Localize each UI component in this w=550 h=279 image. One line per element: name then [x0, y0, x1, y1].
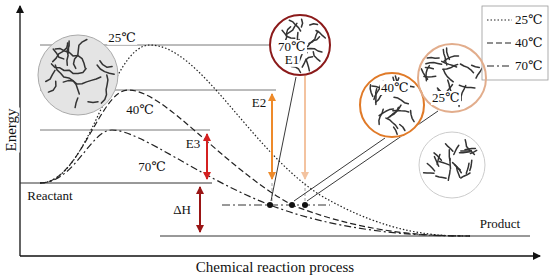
fiber-stroke	[459, 85, 475, 88]
diagram-label: 70℃	[137, 160, 167, 174]
fiber-stroke	[313, 52, 320, 61]
fiber-stroke	[446, 144, 453, 152]
fiber-stroke	[53, 49, 64, 59]
fiber-stroke	[436, 176, 446, 178]
fiber-stroke	[88, 101, 98, 103]
fiber-stroke	[466, 163, 469, 173]
fiber-stroke	[457, 167, 460, 177]
fiber-stroke	[400, 125, 405, 131]
fiber-stroke	[46, 70, 55, 81]
fiber-stroke	[427, 164, 434, 171]
legend-text: 40℃	[515, 36, 543, 50]
fiber-stroke	[448, 170, 450, 180]
fiber-stroke	[100, 61, 112, 68]
diagram-label: Product	[479, 217, 521, 231]
fiber-stroke	[101, 75, 108, 103]
fiber-stroke	[289, 20, 300, 31]
fiber-stroke	[55, 65, 79, 94]
diagram-label: Energy	[3, 107, 20, 152]
fiber-stroke	[67, 41, 69, 65]
fiber-stroke	[309, 31, 318, 43]
fiber-stroke	[426, 63, 442, 65]
diagram-label: E1	[284, 53, 300, 67]
fiber-stroke	[310, 24, 318, 25]
fiber-stroke	[442, 61, 457, 67]
fiber-stroke	[301, 19, 302, 27]
fiber-stroke	[393, 111, 409, 112]
legend-text: 25℃	[515, 13, 543, 27]
fiber-stroke	[437, 154, 440, 164]
fiber-circle: 70℃	[269, 14, 331, 76]
fiber-stroke	[427, 57, 439, 59]
fiber-stroke	[379, 109, 383, 124]
fiber-stroke	[48, 81, 56, 92]
fiber-stroke	[467, 147, 474, 154]
fiber-stroke	[55, 49, 85, 68]
fiber-stroke	[376, 89, 377, 105]
diagram-label: Reactant	[26, 189, 73, 203]
fiber-stroke	[470, 160, 472, 170]
temperature-label: 40℃	[380, 81, 410, 95]
fiber-stroke	[291, 66, 300, 72]
diagram-label: ΔH	[172, 203, 192, 217]
fiber-stroke	[307, 49, 322, 53]
fiber-stroke	[308, 37, 320, 47]
fiber-stroke	[386, 118, 398, 128]
fiber-stroke	[476, 68, 482, 78]
fiber-stroke	[394, 97, 408, 104]
temperature-label: 25℃	[431, 91, 461, 105]
fiber-stroke	[411, 111, 415, 122]
fiber-stroke	[444, 70, 454, 82]
fiber-stroke	[425, 67, 433, 68]
diagram-label: 40℃	[125, 103, 155, 117]
diagram-label: E2	[251, 96, 267, 110]
fiber-stroke	[306, 59, 309, 71]
diagram-label: 25℃	[107, 31, 137, 45]
fiber-stroke	[465, 140, 466, 147]
fiber-stroke	[379, 109, 393, 116]
fiber-stroke	[302, 57, 312, 67]
fiber-stroke	[460, 152, 471, 153]
fiber-stroke	[282, 30, 295, 38]
fiber-stroke	[449, 150, 451, 161]
diagram-label: E3	[185, 137, 201, 151]
fiber-circle: 25℃	[417, 43, 487, 113]
fiber-stroke	[426, 66, 429, 81]
legend-text: 70℃	[515, 59, 543, 73]
fiber-stroke	[472, 65, 480, 67]
fiber-stroke	[424, 172, 434, 174]
temperature-label: 70℃	[277, 40, 307, 54]
fiber-stroke	[75, 98, 78, 108]
fiber-stroke	[439, 162, 449, 165]
diagram-label: Chemical reaction process	[195, 259, 355, 276]
fiber-stroke	[53, 43, 68, 62]
fiber-stroke	[461, 173, 470, 178]
fiber-stroke	[454, 145, 459, 154]
fiber-circle: 40℃	[359, 72, 425, 138]
